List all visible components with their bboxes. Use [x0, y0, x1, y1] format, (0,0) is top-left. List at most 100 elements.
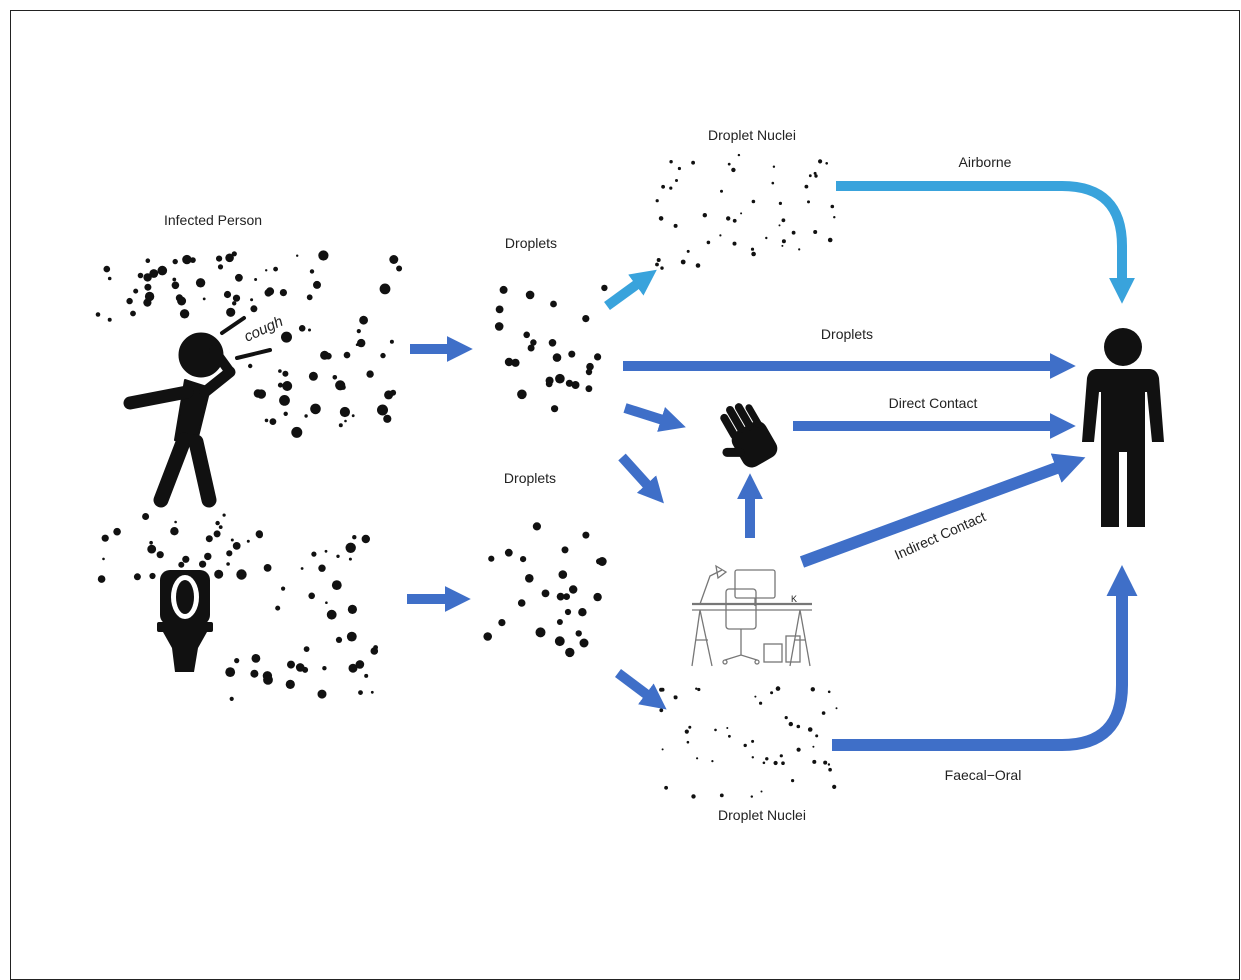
particle: [759, 701, 763, 705]
particle: [147, 544, 157, 554]
particle: [318, 250, 329, 261]
particle: [732, 241, 737, 246]
particle: [255, 530, 263, 538]
particle: [324, 549, 328, 553]
particle: [727, 162, 731, 166]
particle: [347, 604, 357, 615]
particle: [144, 291, 155, 302]
particle: [772, 165, 776, 168]
particle: [597, 557, 607, 566]
particle: [517, 599, 526, 607]
particle: [298, 325, 306, 332]
particle: [346, 631, 357, 642]
particle: [798, 248, 801, 251]
particle: [743, 743, 747, 748]
particle: [379, 283, 391, 295]
particle: [499, 285, 508, 294]
particle: [523, 331, 530, 339]
particle: [384, 390, 394, 400]
particle: [827, 237, 833, 243]
particle: [669, 160, 673, 164]
particle: [142, 513, 150, 520]
particle: [796, 747, 801, 752]
particle: [810, 687, 815, 692]
particle: [565, 379, 574, 387]
particle: [664, 785, 668, 790]
particle: [373, 645, 378, 650]
particle: [195, 278, 206, 288]
particle: [695, 263, 701, 268]
particle: [781, 761, 785, 765]
particle: [791, 779, 795, 783]
particle: [711, 760, 714, 763]
particle: [830, 204, 835, 209]
particle: [656, 258, 661, 262]
particle: [348, 557, 352, 561]
particle: [680, 259, 686, 265]
particle: [823, 760, 828, 765]
particle: [348, 663, 358, 673]
particle: [530, 339, 537, 346]
particle: [352, 535, 357, 540]
particle: [833, 216, 836, 219]
label-droplets-bottom: Droplets: [504, 470, 556, 486]
arrow-faecal-oral: [832, 565, 1138, 751]
particle: [103, 265, 111, 273]
particle: [171, 281, 180, 290]
particle: [827, 690, 831, 694]
particle: [230, 538, 234, 542]
coughing-person-icon: cough: [123, 313, 286, 508]
particle: [126, 297, 133, 305]
particle: [309, 269, 315, 274]
particle: [781, 244, 784, 247]
particle: [788, 721, 793, 727]
particle: [179, 309, 190, 319]
toilet-icon: [157, 570, 213, 672]
particle: [765, 757, 769, 761]
particle: [326, 609, 337, 620]
particle: [821, 711, 826, 715]
particle: [226, 550, 233, 557]
particle: [569, 585, 578, 594]
particle: [396, 265, 403, 272]
particle: [582, 531, 590, 539]
particle: [541, 589, 550, 598]
particle: [714, 728, 717, 732]
particle: [95, 312, 101, 317]
particle: [594, 353, 602, 361]
particle: [719, 234, 722, 237]
particle: [355, 343, 359, 347]
label-route-faecal-oral: Faecal−Oral: [945, 767, 1022, 783]
particle: [751, 756, 754, 759]
particle: [324, 352, 332, 360]
arrow-droplets-to-hand: [623, 403, 686, 432]
particle: [277, 382, 283, 388]
cough-spray-right: [248, 250, 403, 438]
particle: [231, 251, 237, 257]
person-icon: [1082, 328, 1164, 527]
particle: [364, 673, 369, 678]
particle: [149, 572, 156, 580]
particle: [586, 362, 594, 371]
particle: [199, 560, 207, 568]
particle: [296, 254, 299, 257]
particle: [579, 638, 589, 648]
particle: [377, 404, 388, 416]
particle: [535, 627, 546, 638]
particle: [732, 218, 737, 223]
particle: [107, 317, 112, 322]
particle: [771, 181, 775, 185]
label-droplet-nuclei-top: Droplet Nuclei: [708, 127, 796, 143]
particle: [655, 199, 659, 203]
particle: [483, 632, 493, 641]
particle: [149, 540, 153, 545]
label-route-direct-contact: Direct Contact: [889, 395, 978, 411]
particle: [282, 370, 289, 377]
particle: [295, 663, 305, 672]
particle: [775, 686, 781, 691]
particle: [264, 418, 269, 423]
particle: [765, 236, 768, 240]
toilet-spray-right: [225, 530, 379, 702]
particle: [250, 298, 254, 302]
particle: [335, 380, 346, 391]
